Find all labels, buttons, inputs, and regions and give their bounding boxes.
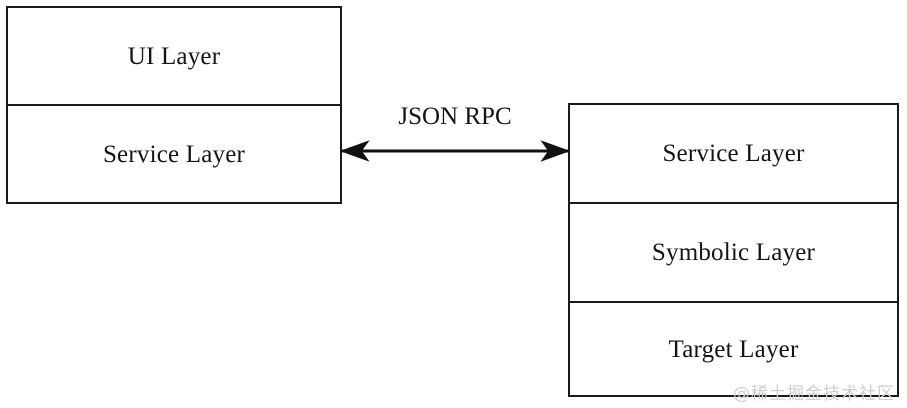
layer-box-symbolic-layer: Symbolic Layer xyxy=(570,202,897,301)
connector-json-rpc: JSON RPC xyxy=(340,104,570,166)
layer-box-server-service-layer: Service Layer xyxy=(570,105,897,202)
layer-label-server-service-layer: Service Layer xyxy=(662,140,805,167)
connector-label-json-rpc: JSON RPC xyxy=(398,103,512,130)
right-layer-stack: Service Layer Symbolic Layer Target Laye… xyxy=(568,103,899,397)
layer-label-target-layer: Target Layer xyxy=(668,335,799,363)
layer-label-ui-layer: UI Layer xyxy=(127,42,221,70)
watermark: @稀土掘金技术社区 xyxy=(733,384,895,404)
left-layer-stack: UI Layer Service Layer xyxy=(6,6,342,204)
bidirectional-arrow-icon xyxy=(340,140,570,162)
layer-box-client-service-layer: Service Layer xyxy=(8,104,340,202)
layer-box-ui-layer: UI Layer xyxy=(8,8,340,104)
layer-label-client-service-layer: Service Layer xyxy=(102,140,246,168)
layer-box-target-layer: Target Layer xyxy=(570,301,897,395)
layer-label-symbolic-layer: Symbolic Layer xyxy=(651,239,816,266)
